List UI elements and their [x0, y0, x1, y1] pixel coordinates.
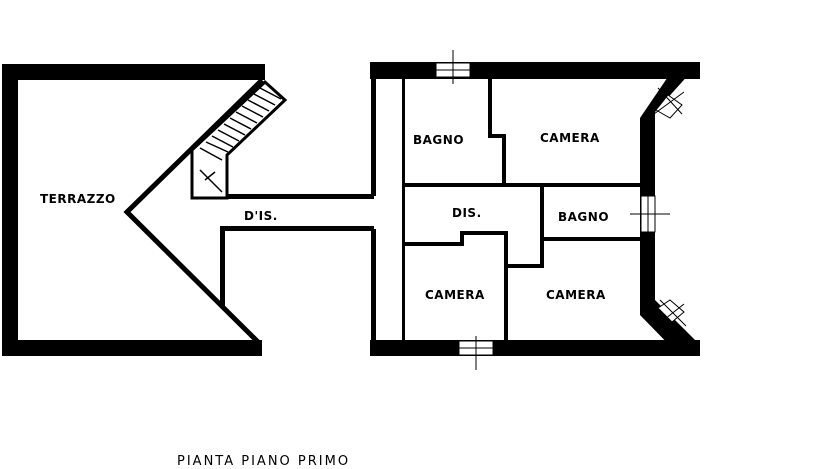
terrace-diagonal-wall [123, 78, 264, 344]
room-label-hall: DIS. [452, 206, 482, 220]
room-label-bedroom-bottom-right: CAMERA [546, 288, 606, 302]
room-label-bathroom-right: BAGNO [558, 210, 610, 224]
room-label-bathroom-top: BAGNO [413, 133, 465, 147]
stair-icon [190, 79, 288, 200]
window-icons [435, 50, 687, 370]
plan-title: PIANTA PIANO PRIMO [177, 454, 351, 469]
room-label-terrace: TERRAZZO [40, 192, 116, 206]
room-label-corridor: D'IS. [244, 209, 278, 223]
room-label-bedroom-top: CAMERA [540, 131, 600, 145]
corridor-walls [220, 194, 374, 308]
terrace-walls [2, 64, 265, 356]
room-label-bedroom-bottom-left: CAMERA [425, 288, 485, 302]
